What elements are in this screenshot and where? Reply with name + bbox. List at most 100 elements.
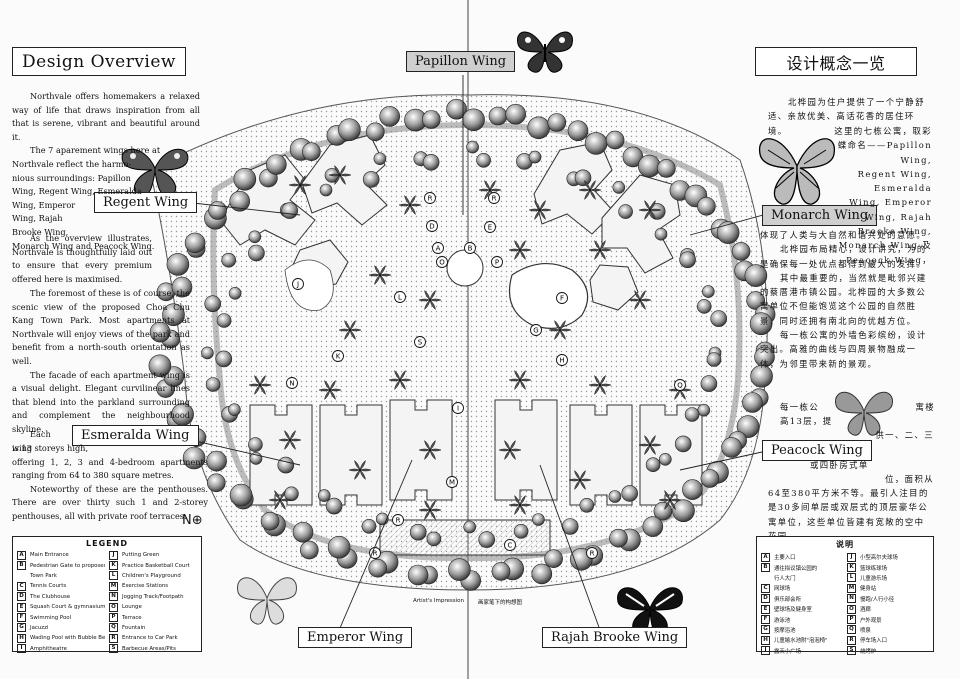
en-line: Wing, Rajah xyxy=(12,213,63,224)
legend-label: 健身站 xyxy=(860,586,877,593)
legend-label: Pedestrian Gate to proposed xyxy=(30,562,105,569)
map-marker-letter: I xyxy=(457,405,459,413)
cn-paragraph: 每一栋公寓的外墙色彩缤纷，设计突出。高雅的曲线与四周景物融成一体，为邻里带来新的… xyxy=(760,330,927,369)
legend-key: F xyxy=(17,613,26,623)
legend-label: Tennis Courts xyxy=(30,583,67,590)
palm-tree xyxy=(248,374,272,396)
tree xyxy=(281,202,299,219)
tree xyxy=(327,535,351,559)
tree xyxy=(750,364,773,388)
tree xyxy=(478,531,496,548)
tree xyxy=(682,479,703,500)
tree xyxy=(338,118,361,141)
tree xyxy=(171,276,193,298)
legend-key: J xyxy=(847,552,856,562)
legend-label: Lounge xyxy=(122,604,142,611)
tree xyxy=(248,230,262,244)
tree xyxy=(421,110,441,129)
tree xyxy=(317,489,331,502)
tree xyxy=(409,523,427,541)
tree xyxy=(701,285,715,298)
tree xyxy=(618,204,633,219)
map-marker: L xyxy=(394,291,406,303)
legend-label: 慢跑/人行小径 xyxy=(860,596,895,603)
palm-tree xyxy=(638,199,662,221)
tree xyxy=(207,473,226,493)
wing-label-rajah-brooke: Rajah Brooke Wing xyxy=(542,627,688,648)
legend-key: D xyxy=(761,594,770,604)
wing-label-text: Esmeralda Wing xyxy=(81,428,190,443)
legend-label: Exercise Stations xyxy=(122,583,169,590)
tree xyxy=(325,497,343,515)
tree xyxy=(162,303,185,327)
map-marker: R xyxy=(392,514,404,526)
en-paragraph: The 7 aparement wings here at xyxy=(30,145,161,156)
tree xyxy=(166,253,190,276)
map-marker-letter: L xyxy=(398,294,402,302)
en-line: Wing, Emperor xyxy=(12,199,76,210)
cn-paragraph: 其中最重要的，当然就是毗邻兴建的蔡厝港市镇公园。北桦园的大多数公寓单位不但能饱览… xyxy=(760,272,927,326)
legend-label: 网球场 xyxy=(774,586,791,593)
tree xyxy=(204,295,221,313)
chinese-description-7: 或四卧房式单 位，面积从 xyxy=(810,458,934,487)
tree xyxy=(579,497,595,513)
legend-label: Jacuzzi xyxy=(30,624,49,631)
tree xyxy=(277,456,295,474)
legend-label: 行人大门 xyxy=(774,575,796,582)
legend-label: 通往拟议镇公园的 xyxy=(774,565,818,572)
tree xyxy=(700,469,720,488)
map-marker: A xyxy=(432,242,444,254)
map-marker-letter: K xyxy=(336,353,341,361)
map-marker: I xyxy=(452,402,464,414)
map-marker: E xyxy=(484,221,496,233)
tree xyxy=(148,354,172,378)
tree xyxy=(679,251,696,269)
caption-artist-impression: Artist's Impression xyxy=(413,598,464,604)
legend-title: 说明 xyxy=(836,540,854,549)
english-description-cont3: Each wing xyxy=(12,428,72,455)
tree xyxy=(228,286,242,300)
tree xyxy=(466,140,479,154)
tree xyxy=(513,523,529,539)
legend-title: LEGEND xyxy=(86,539,128,548)
tree xyxy=(476,153,491,168)
legend-key: L xyxy=(109,571,118,581)
tree xyxy=(706,352,722,367)
legend-key: S xyxy=(847,646,856,656)
legend-label: The Clubhouse xyxy=(30,593,71,600)
cn-paragraph: 北桦园为住户提供了一个宁静舒适、亲放优美、高话花香的居住环境。 xyxy=(768,97,925,136)
cn-line: 高13层，提 xyxy=(780,416,833,427)
legend-label: 烧烤炉 xyxy=(860,648,877,655)
tree xyxy=(544,549,563,569)
legend-label: 喷泉 xyxy=(860,627,871,634)
tree xyxy=(605,130,625,150)
en-line: Brooke Wing, xyxy=(12,226,69,237)
tree xyxy=(574,169,592,187)
map-marker: R xyxy=(369,547,381,559)
tree xyxy=(216,313,232,328)
palm-tree xyxy=(398,194,422,216)
palm-tree xyxy=(578,179,602,201)
butterfly-icon xyxy=(517,31,573,73)
tree xyxy=(228,403,241,417)
wing-label-esmeralda: Esmeralda Wing xyxy=(72,425,199,446)
palm-tree xyxy=(348,459,372,481)
map-marker-letter: A xyxy=(436,245,441,253)
putting-green xyxy=(284,259,334,311)
tree xyxy=(205,377,221,392)
palm-tree xyxy=(508,239,532,261)
legend-key: P xyxy=(847,615,856,625)
